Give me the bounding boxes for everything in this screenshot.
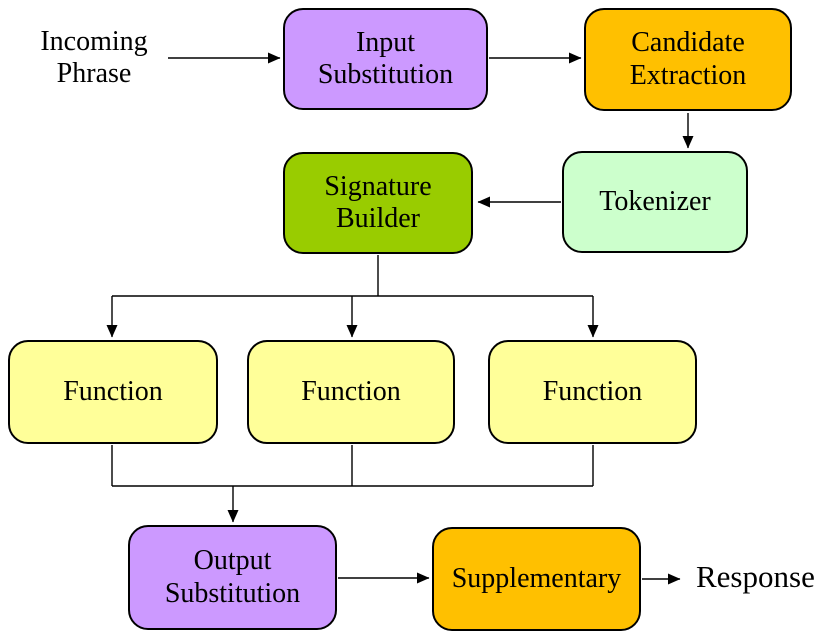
incoming-phrase-label: Incoming Phrase xyxy=(40,26,148,90)
connector-signature-builder-branch xyxy=(112,255,593,297)
node-candidate-extraction: Candidate Extraction xyxy=(584,8,792,111)
node-tokenizer: Tokenizer xyxy=(562,151,748,253)
node-signature-builder-label: Signature Builder xyxy=(324,170,432,234)
node-input-substitution-label: Input Substitution xyxy=(317,26,454,90)
node-function-3-label: Function xyxy=(542,375,643,407)
node-output-substitution: Output Substitution xyxy=(128,525,337,630)
node-function-1: Function xyxy=(8,340,218,444)
node-supplementary-label: Supplementary xyxy=(451,562,622,594)
node-candidate-extraction-label: Candidate Extraction xyxy=(629,27,747,91)
node-input-substitution: Input Substitution xyxy=(283,8,488,110)
node-function-1-label: Function xyxy=(63,375,163,407)
node-output-substitution-label: Output Substitution xyxy=(164,545,301,609)
node-function-3: Function xyxy=(488,340,697,444)
node-function-2: Function xyxy=(247,340,455,444)
node-tokenizer-label: Tokenizer xyxy=(599,185,711,217)
connector-functions-merge xyxy=(111,445,594,487)
node-function-2-label: Function xyxy=(301,375,401,407)
node-signature-builder: Signature Builder xyxy=(283,152,473,254)
response-label: Response xyxy=(696,559,815,594)
node-supplementary: Supplementary xyxy=(432,527,641,631)
